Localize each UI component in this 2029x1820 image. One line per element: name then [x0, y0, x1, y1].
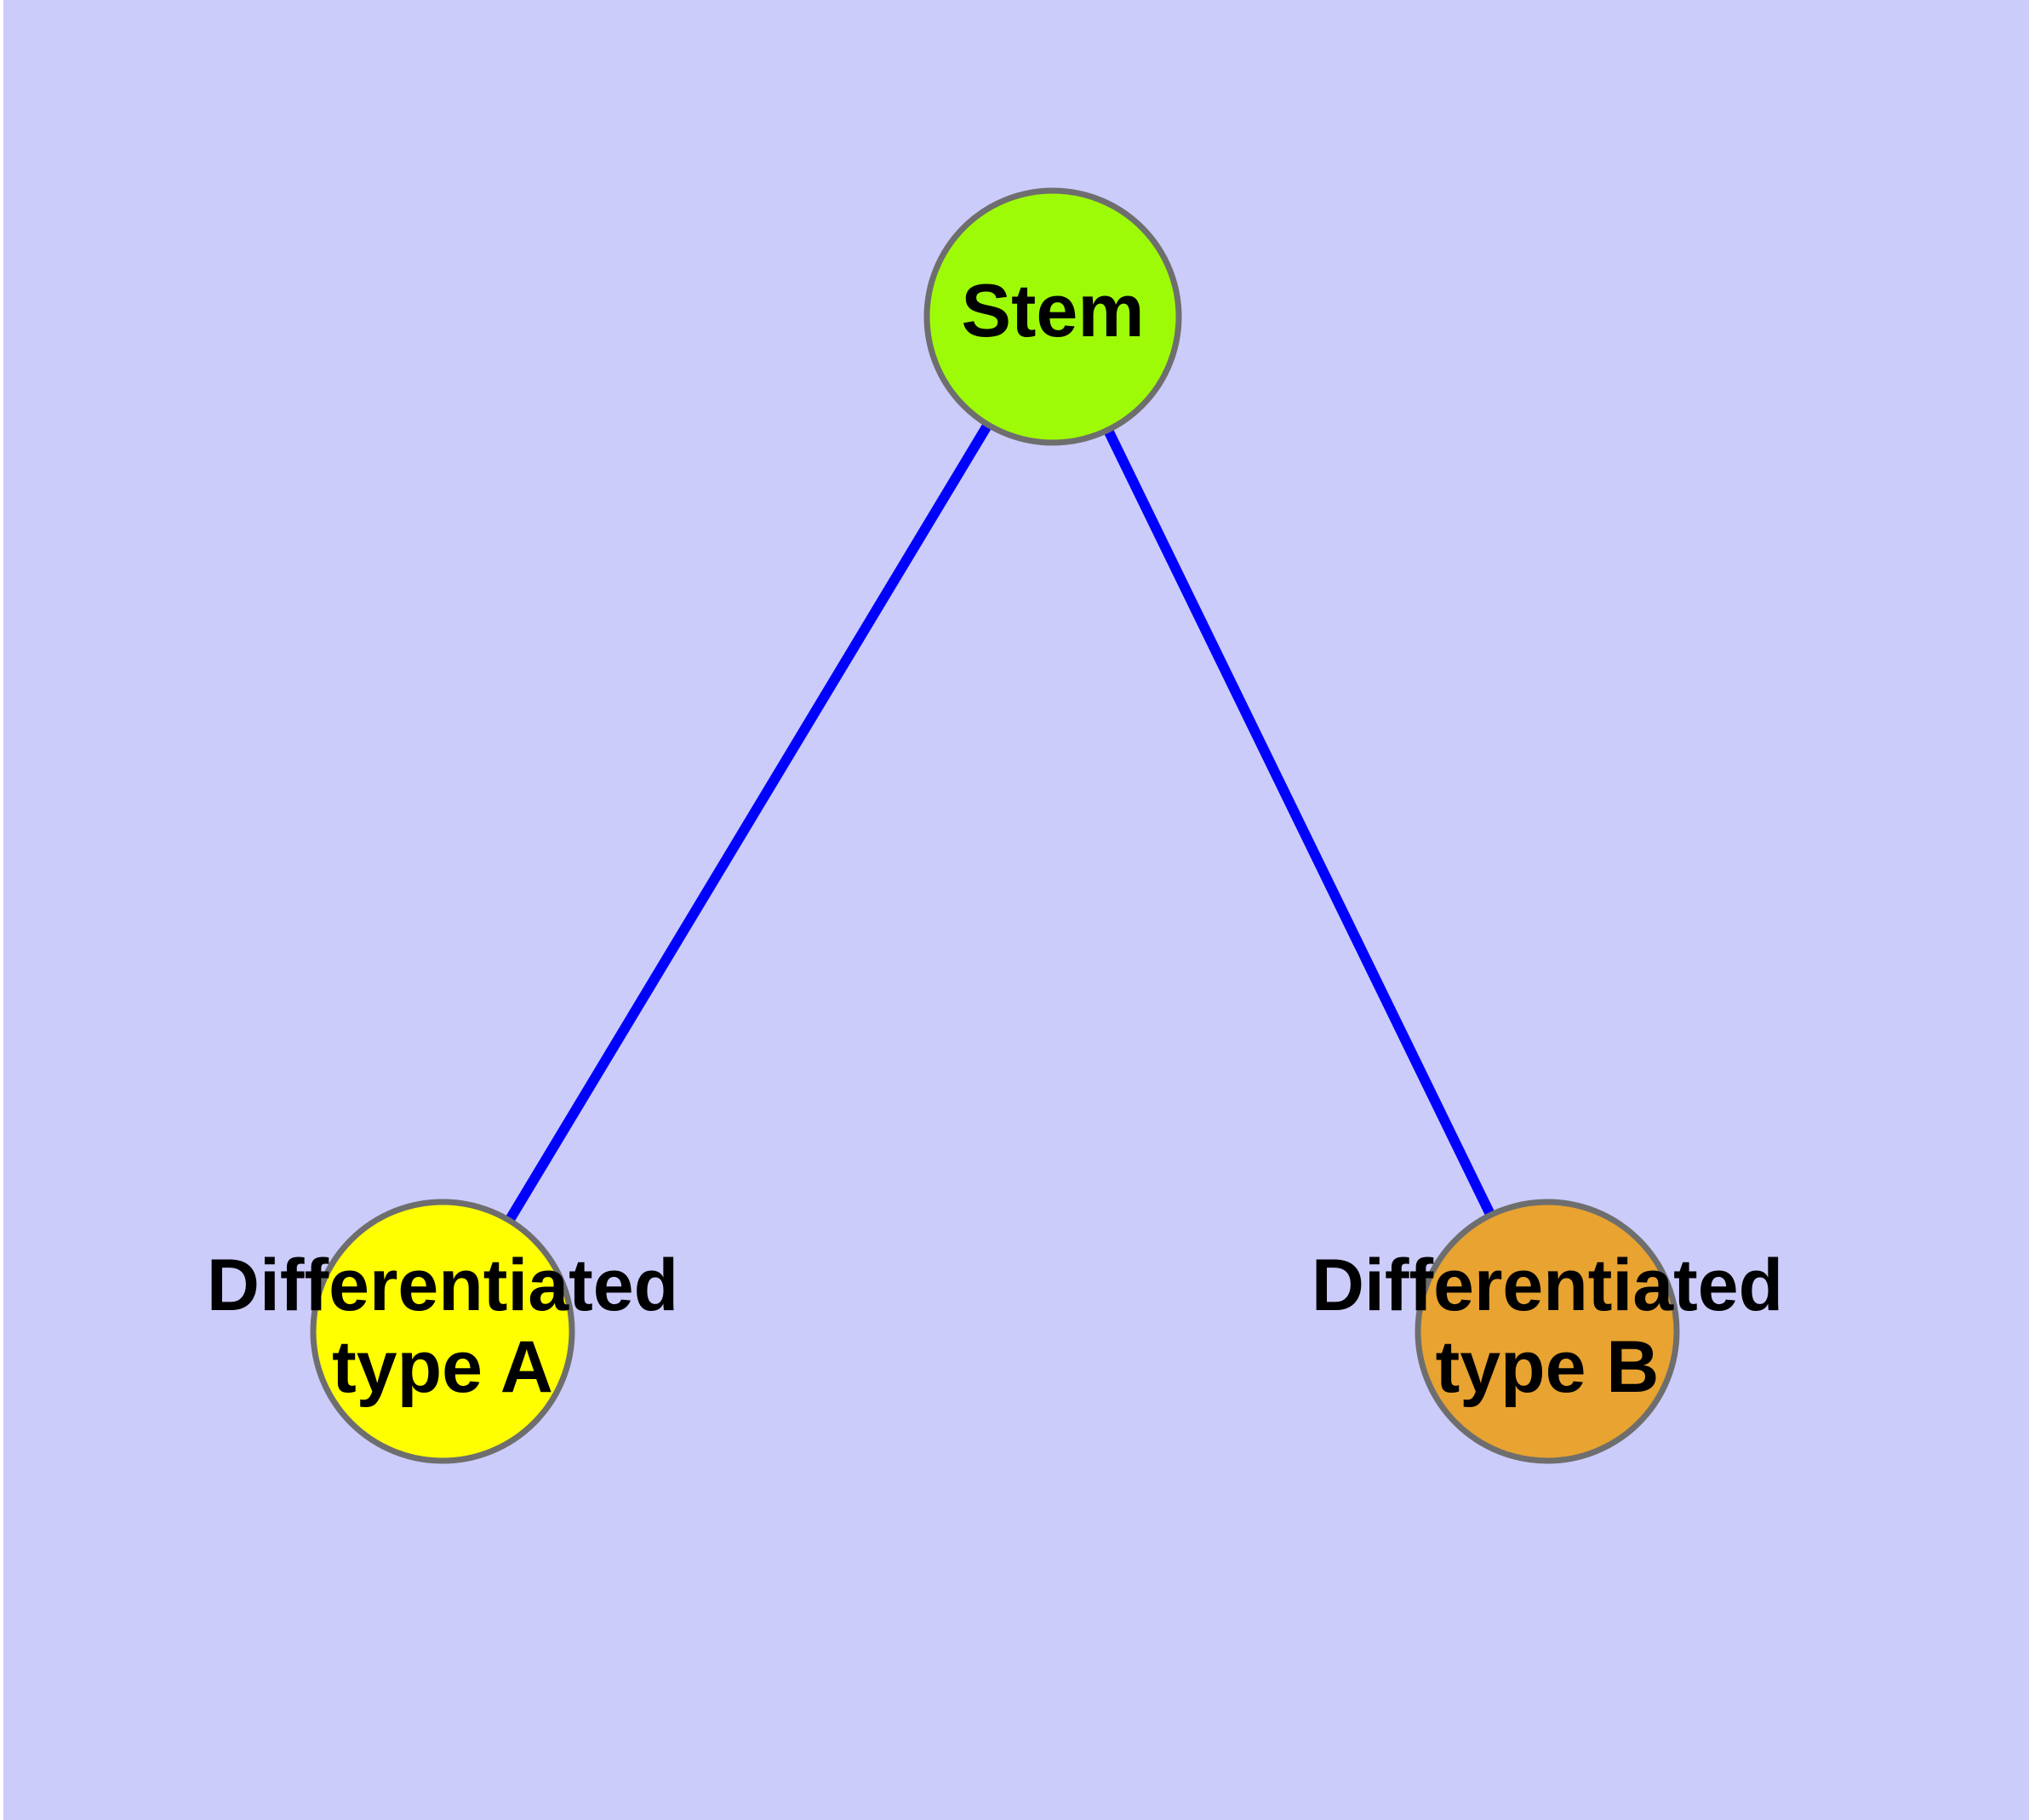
node-layer: [310, 187, 1680, 1464]
node-label-line: Differentiated: [1312, 1245, 1783, 1326]
node-diff_a[interactable]: [310, 1199, 575, 1464]
node-label-line: Stem: [961, 268, 1144, 352]
edge-layer: [504, 421, 1496, 1225]
edge-stem-diff-a[interactable]: [504, 421, 993, 1225]
node-diff_b[interactable]: [1415, 1199, 1680, 1464]
node-stem[interactable]: [923, 187, 1182, 446]
node-label-line: Differentiated: [207, 1245, 678, 1326]
edge-stem-diff-b[interactable]: [1102, 426, 1496, 1219]
node-label-line: type A: [332, 1326, 553, 1408]
node-label-line: type B: [1436, 1326, 1660, 1408]
node-label-stem: Stem: [961, 268, 1144, 352]
